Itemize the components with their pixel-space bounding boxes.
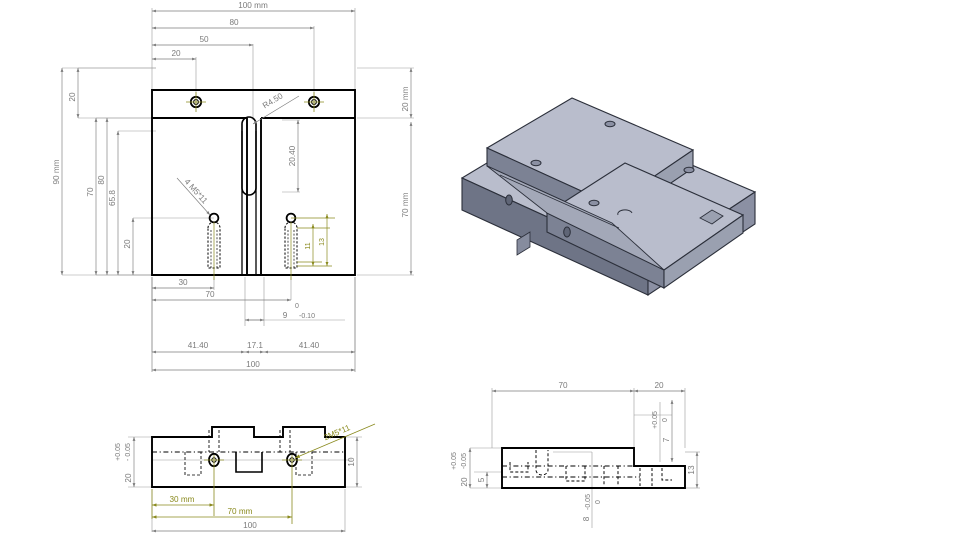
dim-overall-width-bottom: 100 [246, 360, 260, 369]
dim-right-height: 70 mm [401, 192, 410, 217]
dim-hole-x-30: 30 [178, 278, 188, 287]
side-elevation-view: 70 20 7 +0.05 0 20 +0.05 -0.05 5 13 8 0 … [451, 381, 700, 528]
front-elevation-view: 2M5*11 20 +0.05 - 0.05 10 30 mm 70 mm 10… [115, 423, 376, 533]
dim-side-depth-7: 7 [662, 437, 671, 442]
iso-right-notch [699, 209, 724, 225]
iso-channel-step [516, 231, 531, 256]
dim-slot-length: 20.40 [288, 145, 297, 166]
slot-side-lines [241, 131, 257, 275]
dim-elev-overall-100: 100 [243, 521, 257, 530]
dim-slot-width-value: 9 [283, 311, 288, 320]
dim-side-height-20-tol-upper: +0.05 [451, 452, 458, 470]
hole-bottom-left [207, 212, 221, 280]
dim-to-slot: 50 [199, 35, 209, 44]
dim-overall-height-left: 90 mm [52, 159, 61, 184]
iso-hole-rear-2 [604, 120, 616, 128]
dim-side-height-5: 5 [477, 477, 486, 482]
front-bottom-dimensions [151, 277, 356, 372]
elev-hole-left [204, 452, 224, 516]
hole-top-left [186, 92, 206, 112]
iso-hole-front-2 [683, 166, 695, 174]
dim-side-width-8: 8 [582, 516, 591, 521]
iso-channel-groove [499, 174, 620, 229]
iso-hole-rear-1 [530, 159, 542, 167]
dim-slot-width-tol-lower: -0.10 [299, 313, 315, 320]
dim-hole-x-70: 70 [205, 290, 215, 299]
dim-counterbore-13: 13 [319, 238, 326, 246]
dim-slot-width-tol-upper: 0 [295, 303, 299, 310]
iso-slot-end-arc [617, 209, 633, 216]
elev-gold-dims [151, 489, 292, 519]
front-view: 100 mm 80 50 20 90 mm 20 70 80 65.8 20 2… [52, 1, 414, 372]
iso-channel-floor [486, 165, 665, 271]
radius-leader [252, 95, 300, 125]
iso-hole-side-1 [505, 194, 513, 206]
dim-bottom-hole-y: 20 [123, 239, 132, 249]
dim-height-70: 70 [86, 187, 95, 197]
dim-side-len-20: 20 [654, 381, 664, 390]
dim-chain-left: 41.40 [188, 341, 209, 350]
front-view-outline [151, 89, 356, 276]
elev-thread-leader [294, 423, 376, 459]
side-hidden-lines [509, 450, 672, 486]
dim-elev-x-30: 30 mm [169, 495, 194, 504]
elev-outline [151, 426, 346, 488]
dim-chain-mid: 17.1 [247, 341, 263, 350]
dim-chain-right: 41.40 [299, 341, 320, 350]
elev-center-pocket [235, 452, 263, 473]
dim-height-65-8: 65.8 [108, 190, 117, 206]
counterbore-dimensions [291, 214, 335, 267]
dim-overall-width-top: 100 mm [238, 1, 268, 10]
dim-counterbore-11: 11 [305, 242, 312, 249]
thread-callout-leader [176, 177, 211, 216]
side-left-dims [468, 448, 489, 488]
dim-side-depth-7-tol-upper: +0.05 [652, 411, 659, 429]
dim-side-width-8-tol-lower: -0.05 [585, 494, 592, 510]
dim-elev-height-20: 20 [124, 473, 133, 483]
hole-top-right [304, 92, 324, 112]
dim-elev-height-20-tol-upper: +0.05 [115, 443, 122, 461]
dim-side-height-13: 13 [687, 465, 696, 475]
iso-hole-front-1 [588, 199, 600, 207]
elev-hole-right [282, 452, 302, 524]
dim-top-band: 20 [68, 92, 77, 102]
dim-to-left-hole: 20 [171, 49, 181, 58]
dim-elev-height-20-tol-lower: - 0.05 [125, 443, 132, 461]
front-left-dimensions [60, 68, 135, 275]
dim-side-height-20-tol-lower: -0.05 [461, 453, 468, 469]
dim-elev-x-70: 70 mm [227, 507, 252, 516]
iso-front-rail-side [663, 213, 744, 290]
dim-side-len-70: 70 [558, 381, 568, 390]
dim-side-height-20: 20 [460, 477, 469, 487]
side-extension-lines [470, 388, 700, 528]
dim-side-width-8-tol-upper: 0 [595, 500, 602, 504]
iso-hole-side-2 [563, 226, 571, 238]
dim-side-depth-7-tol-lower: 0 [662, 418, 669, 422]
dim-elev-step-10: 10 [347, 457, 356, 467]
isometric-view [460, 97, 757, 297]
dim-to-right-hole: 80 [229, 18, 239, 27]
dim-right-top-band: 20 mm [401, 86, 410, 111]
front-top-dimensions [152, 9, 355, 61]
dim-height-80: 80 [97, 175, 106, 185]
